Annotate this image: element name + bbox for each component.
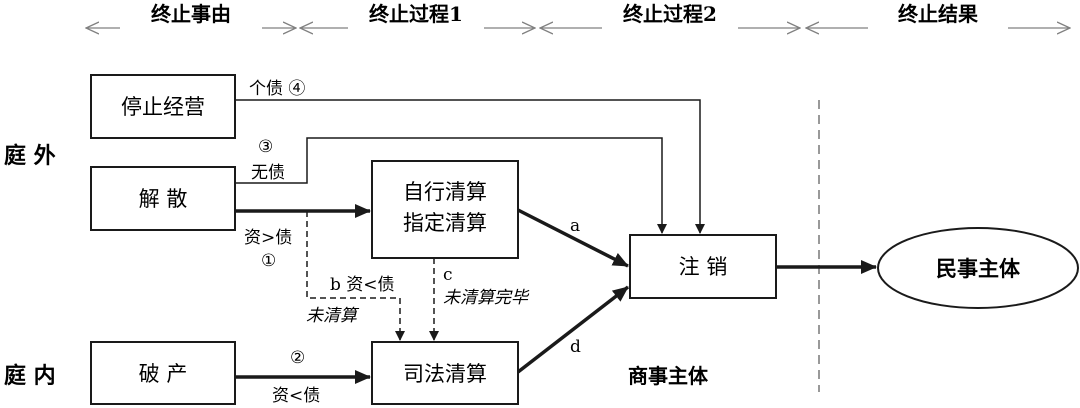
header-phase-3: 终止过程2 xyxy=(540,2,800,40)
label-circle1: ① xyxy=(261,251,276,271)
label-b: b 资<债 xyxy=(330,275,395,295)
box-self-liquidation-line1: 自行清算 xyxy=(403,180,487,204)
header-phase-1: 终止事由 xyxy=(86,2,296,40)
arrow-a-self-to-deregister xyxy=(517,208,629,268)
box-dissolution-label: 解 散 xyxy=(139,187,188,211)
box-stop-business-label: 停止经营 xyxy=(121,95,205,119)
label-d: d xyxy=(570,337,581,357)
phase-label-reason: 终止事由 xyxy=(151,2,231,26)
arrow-stop-to-deregister xyxy=(235,99,705,234)
label-no-debt: 无债 xyxy=(251,163,285,183)
header-phase-4: 终止结果 xyxy=(806,2,1070,40)
label-individual-debt: 个债 ④ xyxy=(249,79,305,99)
box-judicial-liquidation-label: 司法清算 xyxy=(403,362,487,386)
label-c: c xyxy=(443,265,453,285)
header-phase-2: 终止过程1 xyxy=(300,2,535,40)
box-self-liquidation-line2: 指定清算 xyxy=(403,211,487,235)
phase-label-process1: 终止过程1 xyxy=(369,2,463,26)
box-stop-business: 停止经营 xyxy=(90,74,236,139)
arrow-dissolution-to-deregister xyxy=(235,137,667,234)
box-bankruptcy-label: 破 产 xyxy=(139,362,188,386)
box-deregister: 注 销 xyxy=(629,234,777,299)
row-label-inside: 庭 内 xyxy=(4,363,56,389)
civil-subject-label: 民事主体 xyxy=(936,256,1021,281)
label-not-completed: 未清算完毕 xyxy=(443,288,530,308)
box-self-liquidation: 自行清算 指定清算 xyxy=(371,160,519,259)
phase-label-result: 终止结果 xyxy=(898,2,978,26)
ellipse-civil-subject: 民事主体 xyxy=(877,227,1079,309)
box-dissolution: 解 散 xyxy=(90,166,236,231)
arrow-b-dashed xyxy=(306,211,405,341)
label-assets-lt-debt: 资<债 xyxy=(272,386,320,406)
row-label-outside: 庭 外 xyxy=(4,143,56,169)
label-circle2: ② xyxy=(290,348,305,368)
box-bankruptcy: 破 产 xyxy=(90,341,236,405)
arrow-d-judicial-to-deregister xyxy=(516,285,630,374)
label-commercial-subject: 商事主体 xyxy=(628,364,709,388)
label-not-liquidated: 未清算 xyxy=(306,306,360,326)
label-a: a xyxy=(570,216,580,236)
label-assets-gt-debt: 资>债 xyxy=(244,228,292,248)
label-circle3: ③ xyxy=(258,137,273,157)
box-deregister-label: 注 销 xyxy=(679,255,728,279)
box-judicial-liquidation: 司法清算 xyxy=(371,341,519,405)
phase-label-process2: 终止过程2 xyxy=(623,2,717,26)
